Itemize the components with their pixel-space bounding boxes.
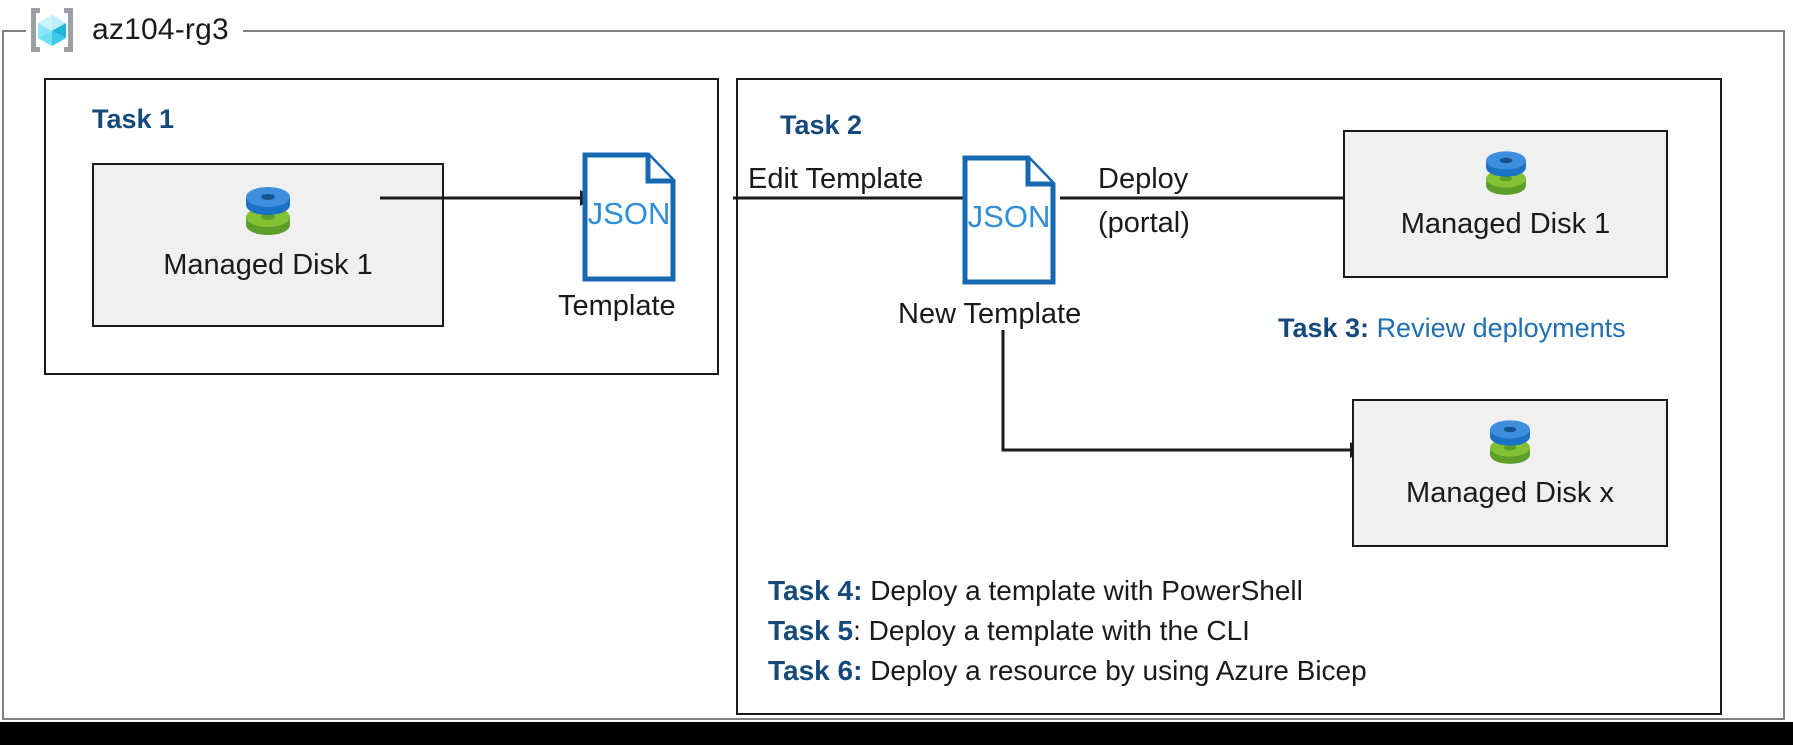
managed-disk-x-box: Managed Disk x (1352, 399, 1668, 547)
deploy-label: Deploy (1098, 163, 1189, 195)
arrow-edit-template (733, 190, 978, 206)
managed-disk-icon (246, 187, 290, 235)
task-5-body: : Deploy a template with the CLI (853, 615, 1250, 646)
task-6-note: Task 6: Deploy a resource by using Azure… (768, 655, 1367, 687)
arrow-deploy-portal (1060, 190, 1360, 206)
managed-disk-icon (1490, 420, 1530, 464)
task-5-note: Task 5: Deploy a template with the CLI (768, 615, 1250, 647)
managed-disk-1-deployed-box: Managed Disk 1 (1343, 130, 1668, 278)
managed-disk-1-label: Managed Disk 1 (163, 249, 373, 281)
task-6-body: Deploy a resource by using Azure Bicep (870, 655, 1367, 686)
task-5-key: Task 5 (768, 615, 854, 646)
azure-resource-group-icon (31, 8, 73, 52)
task-3-body: Review deployments (1376, 313, 1626, 343)
task-4-key: Task 4: (768, 575, 863, 606)
resource-group-name: az104-rg3 (92, 13, 229, 46)
arrow-disk-to-template (380, 190, 595, 206)
json-doc-text: JSON (968, 199, 1051, 234)
json-template-icon: JSON (582, 152, 676, 282)
task-2-heading: Task 2 (780, 110, 863, 140)
new-template-caption: New Template (898, 298, 1082, 330)
edit-template-label: Edit Template (748, 163, 924, 195)
bottom-bar (0, 722, 1793, 745)
arrow-new-template-to-disk-x (1001, 330, 1365, 458)
task-3-key: Task 3: (1278, 313, 1370, 343)
resource-group-header: az104-rg3 (26, 2, 243, 58)
deploy-portal-label: (portal) (1098, 207, 1190, 239)
managed-disk-x-label: Managed Disk x (1406, 477, 1614, 509)
json-doc-text: JSON (588, 196, 671, 231)
task-1-heading: Task 1 (92, 104, 175, 134)
template-caption: Template (558, 290, 676, 322)
managed-disk-icon (1485, 151, 1526, 195)
managed-disk-1-source-box: Managed Disk 1 (92, 163, 444, 327)
managed-disk-1-deployed-label: Managed Disk 1 (1400, 208, 1611, 240)
task-4-note: Task 4: Deploy a template with PowerShel… (768, 575, 1303, 607)
task-3-note: Task 3: Review deployments (1278, 313, 1626, 344)
task-4-body: Deploy a template with PowerShell (870, 575, 1303, 606)
task-6-key: Task 6: (768, 655, 863, 686)
json-new-template-icon: JSON (962, 155, 1056, 285)
